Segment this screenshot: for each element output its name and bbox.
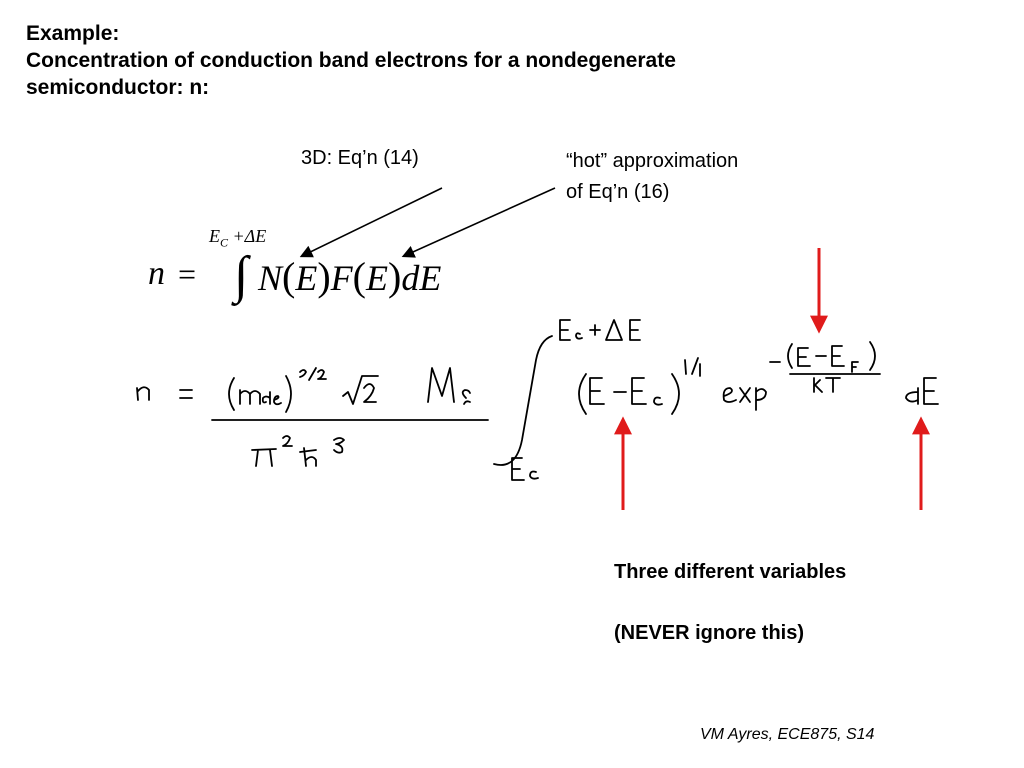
notes-never-ignore: (NEVER ignore this)	[614, 622, 805, 644]
hot-label-line-1: “hot” approximation	[566, 150, 739, 172]
notes-three-variables: Three different variables	[614, 561, 847, 583]
handwritten-equation	[136, 319, 939, 481]
eq14-label: 3D: Eq’n (14)	[301, 147, 419, 169]
slide-title: Example: Concentration of conduction ban…	[26, 20, 926, 101]
slide-footer: VM Ayres, ECE875, S14	[700, 726, 875, 743]
hot-approximation-label: “hot” approximation of Eq’n (16)	[566, 146, 738, 208]
integral-upper-limit: EC +ΔE	[209, 226, 267, 250]
formula-equals: =	[178, 256, 197, 292]
title-line-3: semiconductor: n:	[26, 76, 210, 99]
title-line-2: Concentration of conduction band electro…	[26, 49, 676, 72]
arrow-hot-approx	[401, 187, 556, 258]
title-line-1: Example:	[26, 22, 120, 45]
arrow-eq14	[299, 187, 443, 258]
formula-lhs: n	[148, 255, 165, 292]
formula-integrand: N(E)F(E)dE	[258, 254, 442, 299]
integral-sign: ∫	[234, 247, 249, 304]
hot-label-line-2: of Eq’n (16)	[566, 181, 670, 203]
